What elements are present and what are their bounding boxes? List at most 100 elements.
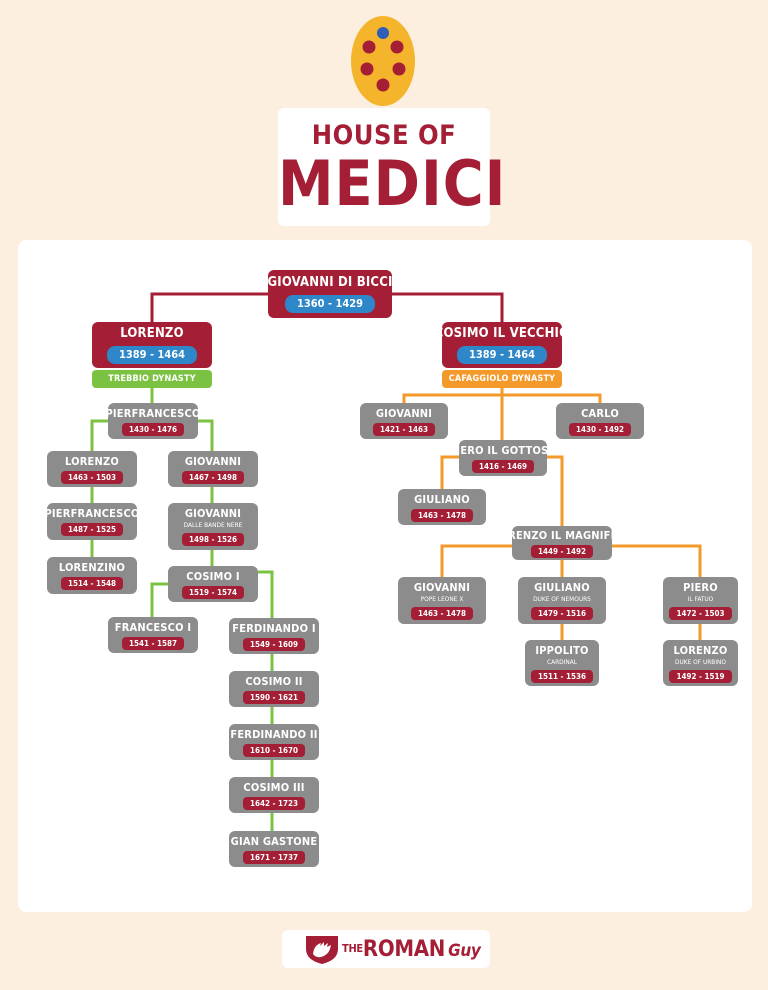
node-name: CARLO — [581, 406, 619, 420]
node-ferdinando-i: FERDINANDO I 1549 - 1609 — [229, 618, 319, 654]
connector-trebbio-8 — [150, 582, 168, 617]
node-years: 1463 - 1503 — [60, 470, 124, 484]
connector-trebbio-3 — [198, 419, 214, 452]
node-title: POPE LEONE X — [420, 595, 464, 603]
node-cosimo-ii: COSIMO II 1590 - 1621 — [229, 671, 319, 707]
node-name: FERDINANDO II — [230, 727, 318, 741]
node-carlo: CARLO 1430 - 1492 — [556, 403, 644, 439]
node-years: 1389 - 1464 — [106, 346, 198, 364]
node-years: 1416 - 1469 — [471, 459, 535, 473]
node-years: 1671 - 1737 — [242, 850, 306, 864]
node-title: CARDINAL — [546, 657, 577, 666]
node-years: 1519 - 1574 — [181, 585, 245, 599]
node-years: 1541 - 1587 — [121, 636, 185, 650]
node-years: 1549 - 1609 — [242, 637, 306, 651]
brand-roman: ROMAN — [362, 937, 446, 962]
node-title: DALLE BANDE NERE — [183, 521, 243, 529]
node-lorenzo-duke-of-urbino: LORENZO DUKE OF URBINO 1492 - 1519 — [663, 640, 738, 686]
node-name: LORENZINO — [58, 561, 126, 574]
node-giovanni-dalle-bande-nere: GIOVANNI DALLE BANDE NERE 1498 - 1526 — [168, 503, 258, 550]
node-years: 1498 - 1526 — [181, 533, 245, 546]
cafaggiolo-dynasty-label: CAFAGGIOLO DYNASTY — [442, 370, 562, 388]
node-giuliano-duke-of-nemours: GIULIANO DUKE OF NEMOURS 1479 - 1516 — [518, 577, 606, 624]
node-name: LORENZO — [673, 643, 728, 657]
node-name: IPPOLITO — [535, 643, 589, 657]
node-years: 1467 - 1498 — [181, 470, 245, 484]
node-years: 1492 - 1519 — [669, 669, 732, 683]
node-giovanni-son-of-cosimo: GIOVANNI 1421 - 1463 — [360, 403, 448, 439]
node-lorenzo-il-magnifico: LORENZO IL MAGNIFICO 1449 - 1492 — [493, 526, 630, 560]
connector-trebbio-2 — [90, 419, 108, 452]
node-name: COSIMO II — [245, 674, 303, 688]
node-lorenzino: LORENZINO 1514 - 1548 — [47, 557, 137, 594]
connector-cafaggiolo-4 — [546, 455, 564, 526]
node-name: GIOVANNI — [184, 507, 242, 520]
node-name: PIERFRANCESCO — [44, 507, 140, 520]
node-name: PIERO IL GOTTOSO — [448, 443, 558, 457]
medici-coat-of-arms-icon — [351, 16, 415, 106]
node-years: 1430 - 1492 — [568, 422, 632, 436]
node-years: 1479 - 1516 — [530, 607, 594, 620]
trebbio-dynasty-label: TREBBIO DYNASTY — [92, 370, 212, 388]
node-years: 1472 - 1503 — [669, 607, 732, 620]
node-name: GIULIANO — [414, 492, 470, 506]
node-name: FERDINANDO I — [232, 621, 316, 635]
node-name: GIOVANNI — [184, 454, 242, 468]
node-gian-gastone: GIAN GASTONE 1671 - 1737 — [229, 831, 319, 867]
node-pierfrancesco-younger: PIERFRANCESCO 1487 - 1525 — [44, 503, 140, 540]
node-years: 1610 - 1670 — [242, 743, 306, 757]
node-cosimo-i: COSIMO I 1519 - 1574 — [168, 566, 258, 602]
node-years: 1487 - 1525 — [60, 523, 124, 536]
brand-the: THE — [342, 942, 363, 955]
node-cosimo-il-vecchio: COSIMO IL VECCHIO 1389 - 1464 — [435, 322, 569, 368]
node-name: GIAN GASTONE — [230, 834, 318, 848]
node-years: 1642 - 1723 — [242, 796, 306, 810]
roman-guy-logo-icon — [306, 936, 338, 964]
node-name: GIOVANNI — [375, 406, 433, 420]
node-name: COSIMO I — [186, 569, 240, 583]
node-lorenzo-popolano: LORENZO 1463 - 1503 — [47, 451, 137, 487]
node-title: IL FATUO — [687, 595, 714, 603]
node-giovanni-popolano: GIOVANNI 1467 - 1498 — [168, 451, 258, 487]
node-title: DUKE OF NEMOURS — [533, 595, 591, 603]
node-years: 1590 - 1621 — [242, 690, 306, 704]
node-name: PIERO — [683, 581, 718, 594]
title-line-1: HOUSE OF — [311, 120, 457, 151]
node-cosimo-iii: COSIMO III 1642 - 1723 — [229, 777, 319, 813]
node-piero-il-fatuo: PIERO IL FATUO 1472 - 1503 — [663, 577, 738, 624]
node-years: 1511 - 1536 — [530, 669, 594, 683]
node-name: GIOVANNI — [413, 581, 471, 594]
node-name: COSIMO IL VECCHIO — [434, 326, 570, 341]
node-pierfrancesco-elder: PIERFRANCESCO 1430 - 1476 — [105, 403, 201, 439]
node-years: 1430 - 1476 — [121, 422, 185, 436]
node-years: 1421 - 1463 — [372, 422, 436, 436]
node-years: 1463 - 1478 — [410, 508, 474, 522]
node-name: COSIMO III — [243, 780, 305, 794]
node-name: GIULIANO — [534, 581, 590, 594]
node-years: 1389 - 1464 — [456, 346, 548, 364]
node-ferdinando-ii: FERDINANDO II 1610 - 1670 — [229, 724, 319, 760]
node-years: 1449 - 1492 — [530, 544, 594, 558]
node-giovanni-di-bicci: GIOVANNI DI BICCI 1360 - 1429 — [267, 270, 393, 318]
node-title: DUKE OF URBINO — [674, 657, 727, 666]
node-name: FRANCESCO I — [114, 620, 192, 634]
node-lorenzo-the-elder: LORENZO 1389 - 1464 — [92, 322, 212, 368]
title-card: HOUSE OF MEDICI — [278, 108, 507, 226]
node-giovanni-pope-leo-x: GIOVANNI POPE LEONE X 1463 - 1478 — [398, 577, 486, 624]
node-years: 1360 - 1429 — [284, 295, 376, 313]
node-name: PIERFRANCESCO — [105, 406, 201, 420]
node-ippolito: IPPOLITO CARDINAL 1511 - 1536 — [525, 640, 599, 686]
connector-cafaggiolo-3 — [440, 455, 460, 489]
node-name: LORENZO — [65, 454, 119, 468]
node-years: 1463 - 1478 — [410, 607, 474, 620]
node-name: GIOVANNI DI BICCI — [267, 275, 393, 290]
node-name: LORENZO — [120, 326, 184, 341]
title-line-2: MEDICI — [278, 147, 507, 220]
node-giuliano-elder: GIULIANO 1463 - 1478 — [398, 489, 486, 525]
node-piero-il-gottoso: PIERO IL GOTTOSO 1416 - 1469 — [449, 440, 557, 476]
connector-trebbio-9 — [258, 570, 274, 620]
brand-guy: Guy — [448, 941, 481, 961]
